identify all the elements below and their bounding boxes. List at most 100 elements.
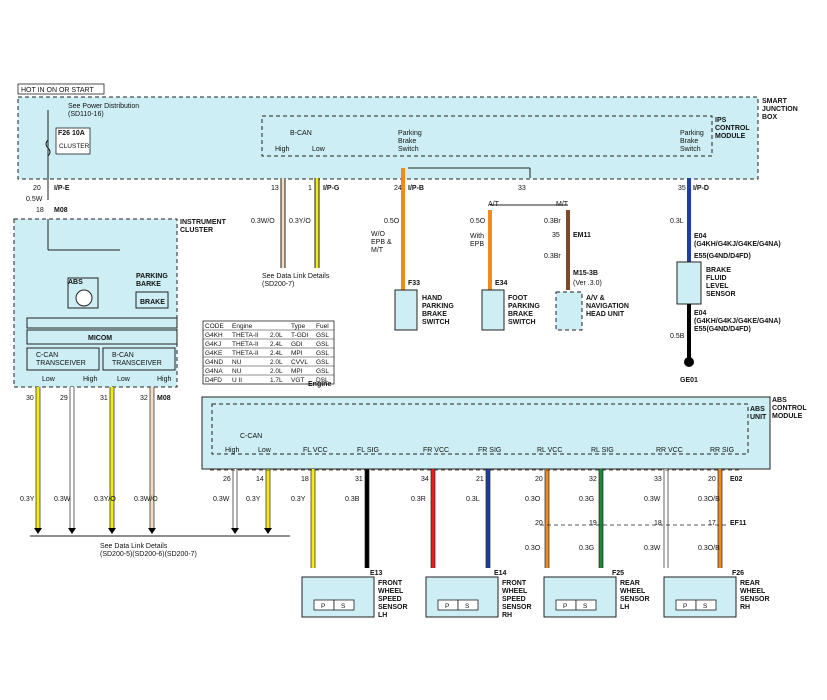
cluster-wire-label-3: 0.3W/O [134,496,158,503]
bcan-low: Low [312,146,326,153]
e04-bot: E04(G4KH/G4KJ/G4KE/G4NA) [694,310,781,325]
datalink2: See Data Link Details(SD200-5)(SD200-6)(… [100,543,197,558]
sensor-conn-3: F26 [732,570,744,577]
abs-wire-label-1: 0.3Y [246,496,261,503]
abs-wire-label-9: 0.3O/B [698,496,720,503]
w03l: 0.3L [670,218,684,225]
abs-wire-label-4: 0.3R [411,496,426,503]
cluster-high: High [83,376,98,383]
m08-bottom: M08 [157,395,171,402]
engine-cell-1-0: G4KJ [205,341,221,348]
bcan-transceiver [102,347,176,371]
cluster-wire-label-1: 0.3W [54,496,71,503]
engine-header-3: Fuel [316,323,329,330]
ef11: EF11 [730,520,746,527]
ips-module [261,115,713,157]
engine-label: Engine [308,381,331,388]
abs-mid-wire-2: 0.3W [644,545,661,552]
engine-cell-0-2: 2.0L [270,332,283,339]
engine-cell-2-1: THETA-II [232,350,259,357]
abs-pin-7: 32 [589,476,597,483]
ipe-pin: 20 [33,185,41,192]
cluster-low: Low [42,376,56,383]
cluster-wire-label-0: 0.3Y [20,496,35,503]
engine-cell-0-4: GSL [316,332,329,339]
engine-header-1: Engine [232,323,253,330]
abs-signal-0: High [225,447,240,454]
engine-cell-5-2: 1.7L [270,377,283,384]
e02: E02 [730,476,743,483]
e04-top: E04(G4KH/G4KJ/G4KE/G4NA) [694,233,781,248]
svg-text:P: P [563,603,567,610]
abs-pin-5: 21 [476,476,484,483]
engine-header-0: CODE [205,323,224,330]
abs-mid-pin-3: 17 [708,520,716,527]
e55-top: E55(G4ND/D4FD) [694,253,751,260]
abs-mid-wire-3: 0.3O/B [698,545,720,552]
abs-pin-3: 31 [355,476,363,483]
abs-pin-6: 20 [535,476,543,483]
sensor-box-2 [543,576,617,618]
abs-signal-9: RR SIG [710,447,734,454]
brake-fluid-sensor-box [676,261,702,305]
ccan-transceiver [26,347,100,371]
w05o-a: 0.5O [384,218,400,225]
engine-cell-5-4: DSL [316,377,329,384]
engine-cell-3-2: 2.0L [270,359,283,366]
sensor-box-1 [425,576,499,618]
m08-pin: 18 [36,207,44,214]
cluster-bus [26,317,178,329]
abs-signal-5: FR SIG [478,447,501,454]
w03wo: 0.3W/O [251,218,275,225]
fuse-label: F26 10A [58,130,85,137]
em11: EM11 [573,232,591,239]
engine-cell-0-3: T-GDI [291,332,309,339]
engine-cell-0-1: THETA-II [232,332,259,339]
cluster-wire-label-2: 0.3Y/O [94,496,116,503]
engine-cell-4-0: G4NA [205,368,223,375]
mt-label: M/T [556,201,569,208]
engine-cell-2-4: GSL [316,350,329,357]
av-head-unit-box [555,291,583,331]
e55-bot: E55(G4ND/D4FD) [694,326,751,333]
abs-mid-wire-1: 0.3G [579,545,594,552]
cluster-pin-2: 31 [100,395,108,402]
cluster-pin-3: 32 [140,395,148,402]
engine-cell-1-4: GSL [316,341,329,348]
engine-header-2: Type [291,323,305,330]
abs-pin-2: 18 [301,476,309,483]
abs-signal-7: RL SIG [591,447,614,454]
abs-wire-label-7: 0.3G [579,496,594,503]
abs-wire-label-2: 0.3Y [291,496,306,503]
abs-label: ABS [68,279,83,286]
abs-wire-label-8: 0.3W [644,496,661,503]
svg-text:S: S [465,603,470,610]
hand-brake-switch-box [394,289,418,331]
cluster-pin-0: 30 [26,395,34,402]
ge01: GE01 [680,377,698,384]
abs-signal-4: FR VCC [423,447,449,454]
e34: E34 [495,280,508,287]
svg-text:S: S [703,603,708,610]
engine-cell-2-2: 2.4L [270,350,283,357]
abs-mid-pin-0: 20 [535,520,543,527]
engine-cell-1-3: GDI [291,341,303,348]
sensor-box-0 [301,576,375,618]
sensor-conn-2: F25 [612,570,624,577]
engine-cell-4-4: GSL [316,368,329,375]
engine-cell-1-1: THETA-II [232,341,259,348]
engine-cell-5-3: VGT [291,377,304,384]
w05w: 0.5W [26,196,43,203]
w03br: 0.3Br [544,218,561,225]
